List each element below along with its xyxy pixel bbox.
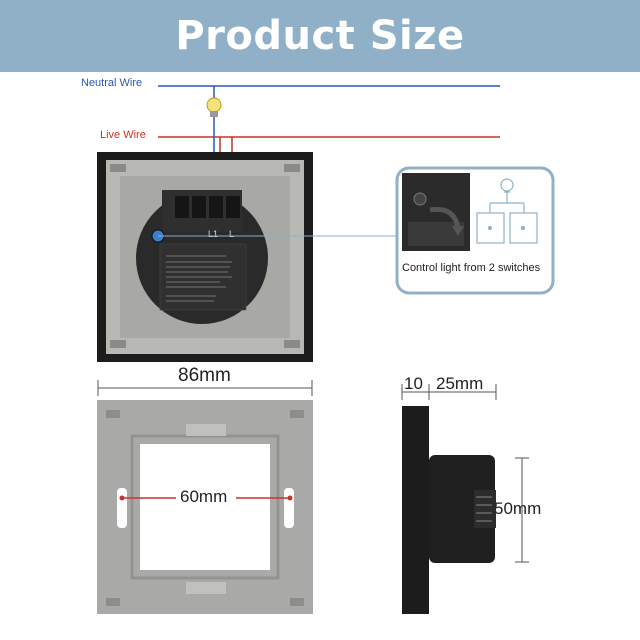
plate-depth-dimension: 10 bbox=[404, 374, 423, 393]
width-dimension: 86mm bbox=[178, 365, 231, 386]
live-wire-label: Live Wire bbox=[100, 129, 146, 141]
switch-icon-2 bbox=[509, 212, 538, 244]
hole-spacing-dimension: 60mm bbox=[180, 487, 228, 506]
side-plate bbox=[402, 406, 429, 614]
body-depth-dimension: 25mm bbox=[436, 374, 484, 393]
neutral-wire-label: Neutral Wire bbox=[81, 77, 143, 89]
callout-caption: Control light from 2 switches bbox=[402, 262, 541, 274]
body-height-dimension: 50mm bbox=[494, 499, 542, 518]
lightbulb-icon bbox=[489, 178, 525, 213]
switch-icon-1 bbox=[476, 212, 505, 244]
side-body bbox=[429, 455, 495, 563]
page-title: Product Size bbox=[175, 13, 465, 59]
header-banner: Product Size bbox=[0, 0, 640, 72]
terminal-label-l1: L1 bbox=[208, 229, 218, 239]
arrow-icon bbox=[429, 206, 461, 229]
terminal-label-l: L bbox=[229, 229, 234, 239]
